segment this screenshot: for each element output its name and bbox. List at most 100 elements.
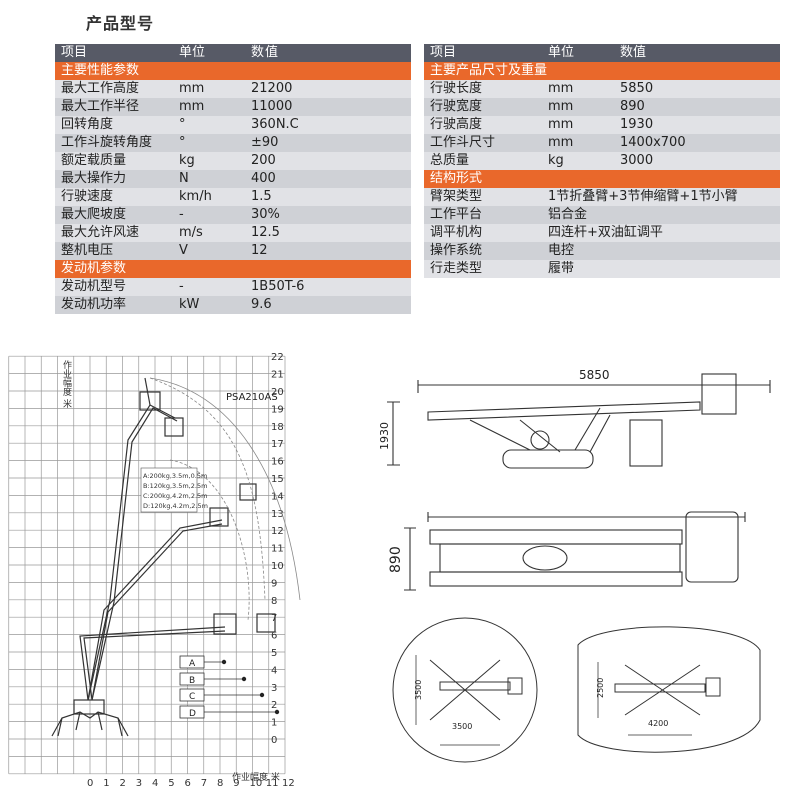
- item-name: 最大允许风速: [55, 224, 173, 242]
- zone-marker-label: A: [189, 659, 196, 669]
- load-legend-item: D:120kg,4.2m,2.5m: [143, 502, 208, 510]
- item-unit: -: [173, 206, 245, 224]
- height-dim-line: [387, 401, 400, 466]
- x-tick-label: 9: [233, 778, 239, 789]
- item-value: 电控: [542, 242, 780, 260]
- item-name: 行驶速度: [55, 188, 173, 206]
- y-tick-label: 22: [271, 352, 284, 363]
- section-title: 主要产品尺寸及重量: [424, 62, 780, 80]
- basket-mid: [209, 507, 229, 527]
- y-tick-label: 16: [271, 457, 284, 468]
- load-legend: A:200kg,3.5m,0.5mB:120kg,3.5m,2.5mC:200k…: [140, 467, 208, 513]
- y-axis-label: 作业幅度 米: [61, 359, 72, 409]
- footprint-b-dims: [597, 662, 692, 736]
- column-header: 项目: [424, 44, 542, 62]
- item-value: 11000: [245, 98, 411, 116]
- side-height-value: 1930: [378, 422, 391, 450]
- section-header-row: 发动机参数: [55, 260, 411, 278]
- item-unit: mm: [542, 116, 614, 134]
- item-value: 1.5: [245, 188, 411, 206]
- item-unit: kg: [542, 152, 614, 170]
- item-name: 工作斗旋转角度: [55, 134, 173, 152]
- right-header-row: 项目单位数值: [424, 44, 780, 62]
- y-tick-label: 14: [271, 491, 284, 502]
- zone-marker-dot: [259, 692, 265, 698]
- y-tick-label: 1: [271, 718, 277, 729]
- column-header: 数值: [245, 44, 411, 62]
- y-tick-label: 10: [271, 561, 284, 572]
- turntable: [73, 699, 105, 715]
- top-body: [439, 543, 681, 573]
- side-track: [502, 449, 594, 469]
- footprint-b-height-value: 2500: [596, 678, 605, 698]
- item-name: 总质量: [424, 152, 542, 170]
- item-name: 回转角度: [55, 116, 173, 134]
- item-name: 额定载质量: [55, 152, 173, 170]
- boom-low: [79, 626, 226, 701]
- table-row: 最大爬坡度-30%: [55, 206, 411, 224]
- model-label: PSA210AS: [226, 392, 278, 403]
- top-basket: [685, 511, 739, 583]
- item-value: 400: [245, 170, 411, 188]
- item-name: 调平机构: [424, 224, 542, 242]
- item-value: 12.5: [245, 224, 411, 242]
- y-tick-label: 17: [271, 439, 284, 450]
- load-legend-item: B:120kg,3.5m,2.5m: [143, 482, 207, 490]
- item-name: 发动机功率: [55, 296, 173, 314]
- x-tick-label: 6: [185, 778, 191, 789]
- item-value: 5850: [614, 80, 780, 98]
- item-value: 1930: [614, 116, 780, 134]
- x-tick-label: 1: [103, 778, 109, 789]
- top-turntable: [522, 545, 568, 571]
- y-tick-label: 8: [271, 596, 277, 607]
- zone-marker-dot: [274, 709, 280, 715]
- item-unit: mm: [542, 80, 614, 98]
- footprint-a-basket: [507, 677, 523, 695]
- section-title: 结构形式: [424, 170, 780, 188]
- width-dim-line: [404, 527, 416, 591]
- y-tick-label: 13: [271, 509, 284, 520]
- item-name: 工作斗尺寸: [424, 134, 542, 152]
- reach-envelope: [149, 377, 301, 621]
- table-row: 操作系统电控: [424, 242, 780, 260]
- y-tick-label: 5: [271, 648, 277, 659]
- column-header: 单位: [542, 44, 614, 62]
- footprint-b-legs: [624, 664, 701, 716]
- x-tick-label: 10: [250, 778, 263, 789]
- load-legend-box: [140, 467, 198, 513]
- boom-high: [87, 404, 176, 701]
- item-value: 200: [245, 152, 411, 170]
- table-row: 调平机构四连杆+双油缸调平: [424, 224, 780, 242]
- boom-low-2: [83, 630, 226, 701]
- footprint-b: [577, 626, 761, 753]
- y-tick-label: 2: [271, 700, 277, 711]
- y-tick-label: 19: [271, 404, 284, 415]
- outrigger-legs-inner: [57, 711, 123, 737]
- boom-high-2: [91, 407, 178, 701]
- item-unit: km/h: [173, 188, 245, 206]
- item-value: 30%: [245, 206, 411, 224]
- zone-marker-label: D: [189, 709, 196, 719]
- table-row: 发动机型号-1B50T-6: [55, 278, 411, 296]
- item-value: 1B50T-6: [245, 278, 411, 296]
- item-unit: V: [173, 242, 245, 260]
- length-dim-line: [417, 380, 771, 393]
- item-unit: mm: [173, 80, 245, 98]
- table-row: 行走类型履带: [424, 260, 780, 278]
- item-value: 9.6: [245, 296, 411, 314]
- item-value: 铝合金: [542, 206, 780, 224]
- item-name: 行驶高度: [424, 116, 542, 134]
- table-row: 工作斗旋转角度°±90: [55, 134, 411, 152]
- item-name: 行走类型: [424, 260, 542, 278]
- item-unit: mm: [542, 134, 614, 152]
- footprint-b-basket: [705, 677, 721, 697]
- item-value: 1节折叠臂+3节伸缩臂+1节小臂: [542, 188, 780, 206]
- side-struts: [469, 407, 611, 453]
